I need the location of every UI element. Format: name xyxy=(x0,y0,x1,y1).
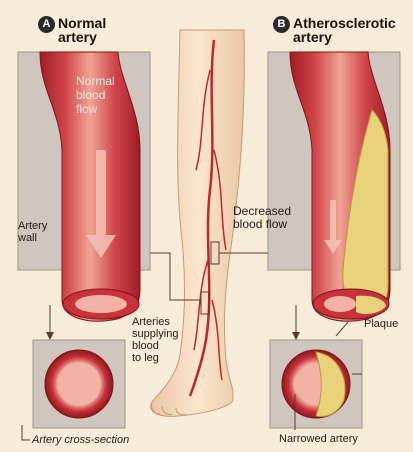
artery-cross-section-label: Artery cross-section xyxy=(32,434,129,446)
narrowed-artery-label: Narrowed artery xyxy=(279,433,358,445)
plaque-label: Plaque xyxy=(364,318,398,330)
panel-b-badge: B xyxy=(273,16,290,33)
panel-b-title: Atherosclerotic artery xyxy=(293,16,396,44)
panel-a-title: Normal artery xyxy=(58,16,106,44)
decreased-blood-flow-label: Decreased blood flow xyxy=(233,205,291,231)
arteries-supplying-blood-label: Arteries supplying blood to leg xyxy=(132,316,178,364)
artery-wall-label: Artery wall xyxy=(18,220,47,244)
panel-a-badge: A xyxy=(38,16,55,33)
normal-blood-flow-label: Normal blood flow xyxy=(76,74,115,116)
